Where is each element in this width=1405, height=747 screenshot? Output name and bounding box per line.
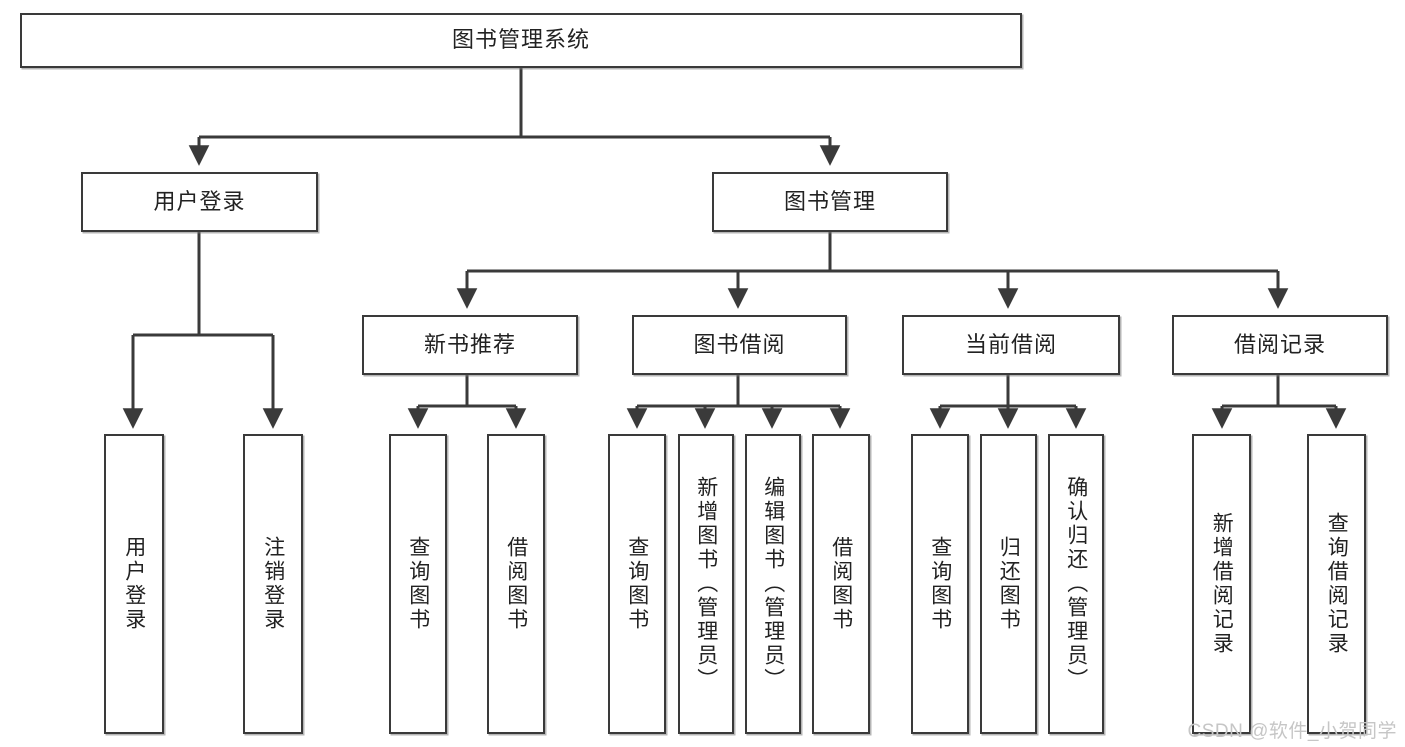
node-leaf-edit-book-label: 编辑图书（管理员） — [761, 476, 785, 692]
node-leaf-confirm-return-label: 确认归还（管理员） — [1064, 476, 1088, 692]
node-leaf-user-login-label: 用户登录 — [122, 536, 146, 632]
node-user-login[interactable]: 用户登录 — [81, 172, 318, 232]
node-leaf-borrow-book-2-label: 借阅图书 — [829, 536, 853, 632]
node-leaf-query-book-3[interactable]: 查询图书 — [911, 434, 969, 734]
node-leaf-query-book-3-label: 查询图书 — [928, 536, 952, 632]
node-leaf-add-book[interactable]: 新增图书（管理员） — [678, 434, 734, 734]
node-leaf-borrow-book-1[interactable]: 借阅图书 — [487, 434, 545, 734]
node-current-borrow[interactable]: 当前借阅 — [902, 315, 1120, 375]
node-leaf-query-book-2-label: 查询图书 — [625, 536, 649, 632]
node-leaf-user-login[interactable]: 用户登录 — [104, 434, 164, 734]
node-borrow-record-label: 借阅记录 — [1233, 331, 1326, 357]
node-new-book-recommend[interactable]: 新书推荐 — [362, 315, 578, 375]
node-book-manage[interactable]: 图书管理 — [712, 172, 948, 232]
node-leaf-query-book-2[interactable]: 查询图书 — [608, 434, 666, 734]
node-leaf-edit-book[interactable]: 编辑图书（管理员） — [745, 434, 801, 734]
node-leaf-return-book[interactable]: 归还图书 — [980, 434, 1037, 734]
node-leaf-query-book-1[interactable]: 查询图书 — [389, 434, 447, 734]
node-leaf-query-record-label: 查询借阅记录 — [1325, 512, 1349, 656]
node-new-book-recommend-label: 新书推荐 — [423, 331, 516, 357]
node-user-login-label: 用户登录 — [153, 188, 246, 214]
node-root-label: 图书管理系统 — [451, 27, 590, 53]
node-current-borrow-label: 当前借阅 — [964, 331, 1057, 357]
node-leaf-borrow-book-1-label: 借阅图书 — [504, 536, 528, 632]
node-leaf-confirm-return[interactable]: 确认归还（管理员） — [1048, 434, 1104, 734]
node-leaf-query-book-1-label: 查询图书 — [406, 536, 430, 632]
node-leaf-add-book-label: 新增图书（管理员） — [694, 476, 718, 692]
node-root[interactable]: 图书管理系统 — [20, 13, 1022, 68]
node-borrow-record[interactable]: 借阅记录 — [1172, 315, 1388, 375]
node-leaf-query-record[interactable]: 查询借阅记录 — [1307, 434, 1366, 734]
node-book-borrow[interactable]: 图书借阅 — [632, 315, 847, 375]
csdn-watermark: CSDN @软件_小贺同学 — [1187, 721, 1397, 742]
node-leaf-add-record-label: 新增借阅记录 — [1210, 512, 1234, 656]
node-leaf-return-book-label: 归还图书 — [997, 536, 1021, 632]
node-leaf-logout-label: 注销登录 — [261, 536, 285, 632]
node-book-borrow-label: 图书借阅 — [693, 331, 786, 357]
node-leaf-logout[interactable]: 注销登录 — [243, 434, 303, 734]
node-leaf-add-record[interactable]: 新增借阅记录 — [1192, 434, 1251, 734]
node-book-manage-label: 图书管理 — [783, 188, 876, 214]
node-leaf-borrow-book-2[interactable]: 借阅图书 — [812, 434, 870, 734]
